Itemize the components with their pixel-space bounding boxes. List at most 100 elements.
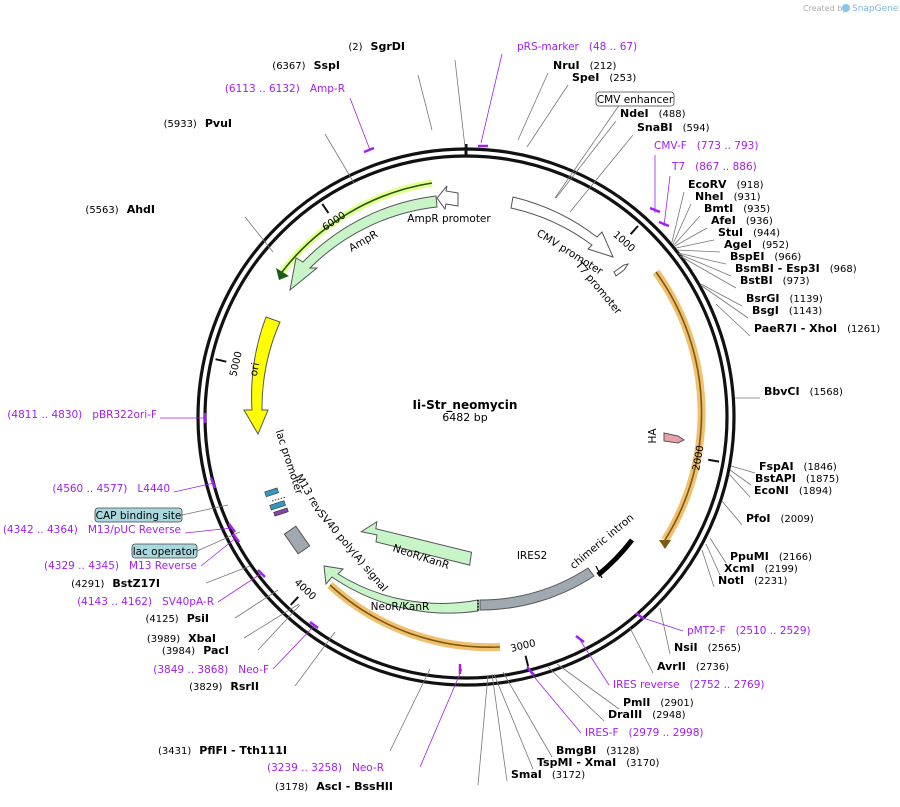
feature-label-neor-kanr: NeoR/KanR (371, 601, 430, 613)
enzyme-site-afei[interactable]: AfeI(936) (711, 214, 773, 227)
enzyme-site-bmti[interactable]: BmtI(935) (704, 202, 770, 215)
primer-m13-reverse[interactable]: M13 Reverse(4329 .. 4345) (44, 560, 197, 572)
lac-operator-mark (269, 500, 286, 511)
enzyme-site-sgrdi[interactable]: SgrDI(2) (348, 40, 405, 53)
primer-name: M13 Reverse (129, 560, 197, 572)
enzyme-site-xcmi[interactable]: XcmI(2199) (724, 562, 798, 575)
enzyme-name: NheI (695, 190, 724, 203)
enzyme-position: (253) (609, 73, 636, 84)
enzyme-site-ahdi[interactable]: AhdI(5563) (85, 203, 155, 216)
enzyme-site-rsrii[interactable]: RsrII(3829) (189, 680, 259, 693)
leader-line (728, 473, 751, 498)
primer-cmv-f[interactable]: CMV-F(773 .. 793) (654, 140, 758, 152)
enzyme-site-pmli[interactable]: PmlI(2901) (623, 696, 694, 709)
enzyme-name: AscI - BssHII (316, 780, 393, 793)
enzyme-site-bspei[interactable]: BspEI(966) (730, 250, 801, 263)
enzyme-site-paer7i-xhoi[interactable]: PaeR7I - XhoI(1261) (754, 322, 880, 335)
enzyme-position: (1143) (789, 306, 822, 317)
leader-line (569, 134, 634, 213)
primer-ires-reverse[interactable]: IRES reverse(2752 .. 2769) (613, 679, 765, 691)
primer-pmt2-f[interactable]: pMT2-F(2510 .. 2529) (687, 625, 811, 637)
primer-position: (3849 .. 3868) (153, 664, 228, 676)
enzyme-site-psii[interactable]: PsiI(4125) (145, 612, 209, 625)
enzyme-site-sspi[interactable]: SspI(6367) (272, 59, 340, 72)
leader-line (181, 504, 229, 516)
chimeric-intron-bar (596, 538, 634, 577)
enzyme-name: PfoI (746, 512, 771, 525)
leader-line (217, 572, 263, 603)
enzyme-site-bsgi[interactable]: BsgI(1143) (752, 304, 822, 317)
enzyme-site-stui[interactable]: StuI(944) (718, 226, 780, 239)
enzyme-position: (1846) (804, 462, 837, 473)
primer-l4440[interactable]: L4440(4560 .. 4577) (52, 483, 170, 495)
enzyme-site-bsmbi-esp3i[interactable]: BsmBI - Esp3I(968) (735, 262, 857, 275)
enzyme-site-bsrgi[interactable]: BsrGI(1139) (746, 292, 823, 305)
enzyme-site-bbvci[interactable]: BbvCI(1568) (764, 385, 843, 398)
enzyme-site-agei[interactable]: AgeI(952) (724, 238, 789, 251)
highlight-arc-right-core (655, 271, 703, 541)
ha-tag (663, 432, 685, 444)
primer-neo-f[interactable]: Neo-F(3849 .. 3868) (153, 664, 269, 676)
enzyme-site-nhei[interactable]: NheI(931) (695, 190, 761, 203)
enzyme-site-pfoi[interactable]: PfoI(2009) (746, 512, 814, 525)
primer-position: (4811 .. 4830) (7, 409, 82, 421)
enzyme-site-ndei[interactable]: NdeI(488) (620, 107, 686, 120)
enzyme-site-pvui[interactable]: PvuI(5933) (164, 117, 232, 130)
enzyme-name: AvrII (657, 660, 686, 673)
enzyme-site-fspai[interactable]: FspAI(1846) (759, 460, 837, 473)
primer-prs-marker[interactable]: pRS-marker(48 .. 67) (517, 41, 637, 53)
enzyme-site-noti[interactable]: NotI(2231) (718, 574, 787, 587)
enzyme-site-paci[interactable]: PacI (3984) (162, 644, 229, 657)
enzyme-site-bmgbi[interactable]: BmgBI(3128) (556, 744, 640, 757)
enzyme-site-xbai[interactable]: XbaI(3989) (147, 632, 216, 645)
primer-amp-r[interactable]: Amp-R(6113 .. 6132) (225, 83, 345, 95)
enzyme-site-pflfi-tth111i[interactable]: PflFI - Tth111I(3431) (158, 744, 287, 757)
enzyme-site-draiii[interactable]: DraIII(2948) (608, 708, 686, 721)
neor-kanr-outer-arrow (323, 565, 479, 614)
enzyme-position: (3178) (275, 782, 308, 793)
tick-mark (289, 596, 299, 606)
enzyme-position: (3984) (162, 646, 195, 657)
ampr-arrow (289, 195, 438, 292)
enzyme-position: (968) (830, 264, 857, 275)
primer-name: IRES-F (585, 727, 619, 739)
enzyme-site-spei[interactable]: SpeI(253) (572, 71, 636, 84)
feature-box-cap-binding-site[interactable]: CAP binding site (94, 507, 183, 523)
enzyme-site-tspmi-xmai[interactable]: TspMI - XmaI(3170) (537, 756, 660, 769)
feature-box-cmv-enhancer[interactable]: CMV enhancer (595, 91, 675, 107)
leader-line (200, 536, 238, 567)
enzyme-site-bstz17i[interactable]: BstZ17I(4291) (71, 577, 160, 590)
enzyme-site-snabi[interactable]: SnaBI(594) (637, 121, 710, 134)
primer-mark (526, 666, 535, 676)
enzyme-site-ecorv[interactable]: EcoRV(918) (688, 178, 764, 191)
enzyme-site-bstapi[interactable]: BstAPI(1875) (755, 472, 839, 485)
leader-line (555, 120, 617, 199)
primer-pbr322ori-f[interactable]: pBR322ori-F(4811 .. 4830) (7, 409, 157, 421)
enzyme-site-avrii[interactable]: AvrII(2736) (657, 660, 729, 673)
leader-line (678, 253, 732, 277)
chimeric-intron-edge (595, 565, 603, 579)
primer-mark (228, 523, 236, 533)
enzyme-name: PacI (203, 644, 229, 657)
primer-sv40pa-r[interactable]: SV40pA-R(4143 .. 4162) (77, 596, 214, 608)
enzyme-site-nsii[interactable]: NsiI(2565) (674, 641, 741, 654)
enzyme-name: PvuI (205, 117, 232, 130)
leader-line (244, 216, 274, 253)
enzyme-site-smai[interactable]: SmaI(3172) (511, 768, 585, 781)
feature-box-label: CAP binding site (96, 510, 182, 522)
enzyme-site-ppumi[interactable]: PpuMI(2166) (730, 550, 812, 563)
enzyme-name: PmlI (623, 696, 650, 709)
primer-ires-f[interactable]: IRES-F(2979 .. 2998) (585, 727, 704, 739)
enzyme-site-econi[interactable]: EcoNI(1894) (754, 484, 832, 497)
primer-labels-layer: pRS-marker(48 .. 67) CMV-F(773 .. 793) T7(… (3, 41, 811, 774)
primer-m13-puc-reverse[interactable]: M13/pUC Reverse(4342 .. 4364) (3, 524, 181, 536)
enzyme-site-asci-bsshii[interactable]: AscI - BssHII (3178) (275, 780, 393, 793)
feature-box-lac-operator[interactable]: lac operator (131, 543, 198, 559)
primer-t7[interactable]: T7(867 .. 886) (671, 161, 757, 173)
leader-line (184, 527, 233, 534)
primer-neo-r[interactable]: Neo-R(3239 .. 3258) (267, 762, 384, 774)
enzyme-site-bstbi[interactable]: BstBI(973) (740, 274, 810, 287)
enzyme-site-nrui[interactable]: NruI(212) (553, 59, 617, 72)
